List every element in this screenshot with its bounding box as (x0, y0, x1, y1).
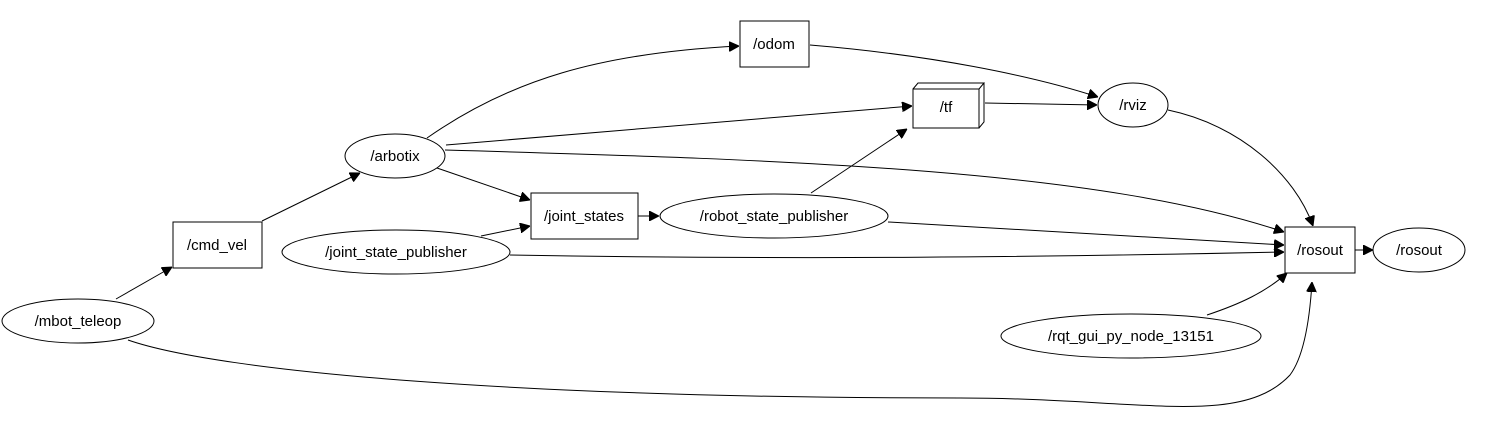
node-label: /rosout (1396, 242, 1443, 259)
node-label: /arbotix (370, 148, 420, 165)
topic-odom[interactable]: /odom (739, 20, 810, 68)
topic-label: /rosout (1297, 242, 1344, 259)
topic-label: /joint_states (544, 208, 624, 225)
topic-rosout[interactable]: /rosout (1284, 226, 1356, 274)
edge-arbotix-odom (426, 46, 739, 139)
ellipse-shape (659, 193, 889, 239)
node-label: /mbot_teleop (35, 313, 122, 330)
ellipse-shape (1372, 227, 1466, 273)
edge-rviz-rosout (1167, 109, 1313, 226)
edge-arbotix-joint_states (436, 167, 530, 200)
node-arbotix[interactable]: /arbotix (344, 133, 446, 179)
edge-joint_state_publisher-rosout (509, 252, 1284, 259)
edge-robot_state_publisher-rosout (887, 221, 1284, 245)
node-rqt_gui_py_node[interactable]: /rqt_gui_py_node_13151 (1000, 313, 1262, 359)
topic-label: /odom (753, 36, 795, 53)
edge-arbotix-rosout (444, 149, 1284, 232)
node-mbot_teleop[interactable]: /mbot_teleop (1, 298, 155, 344)
edge-joint_state_publisher-joint_states (480, 226, 530, 237)
edge-rqt_gui-rosout (1206, 273, 1287, 316)
rect-shape (172, 221, 263, 269)
rect-shape (739, 20, 810, 68)
rect-shape (1284, 226, 1356, 274)
topic-joint_states[interactable]: /joint_states (530, 192, 639, 240)
node-label: /robot_state_publisher (700, 208, 848, 225)
node-joint_state_publisher[interactable]: /joint_state_publisher (281, 229, 511, 275)
node-robot_state_publisher[interactable]: /robot_state_publisher (659, 193, 889, 239)
topic-tf[interactable]: /tf (912, 82, 986, 129)
topic-label: /tf (940, 99, 953, 116)
ellipse-shape (344, 133, 446, 179)
topic-label: /cmd_vel (187, 237, 247, 254)
node-rviz[interactable]: /rviz (1097, 82, 1169, 128)
ellipse-shape (1097, 82, 1169, 128)
ellipse-shape (281, 229, 511, 275)
edge-robot_state_publisher-tf (810, 129, 907, 194)
edge-tf-rviz (984, 103, 1097, 105)
edge-mbot_teleop-cmd_vel (115, 267, 172, 300)
box3d-shape (912, 82, 986, 129)
edge-cmd_vel-arbotix (261, 173, 360, 222)
node-label: /joint_state_publisher (325, 244, 467, 261)
edge-odom-rviz (809, 44, 1098, 97)
node-label: /rviz (1119, 97, 1147, 114)
ellipse-shape (1, 298, 155, 344)
edge-arbotix-tf (445, 106, 912, 146)
node-label: /rqt_gui_py_node_13151 (1048, 328, 1214, 345)
edge-mbot_teleop-rosout (127, 282, 1312, 407)
edges (115, 44, 1373, 407)
node-rosout[interactable]: /rosout (1372, 227, 1466, 273)
ellipse-shape (1000, 313, 1262, 359)
topic-cmd_vel[interactable]: /cmd_vel (172, 221, 263, 269)
rect-shape (530, 192, 639, 240)
